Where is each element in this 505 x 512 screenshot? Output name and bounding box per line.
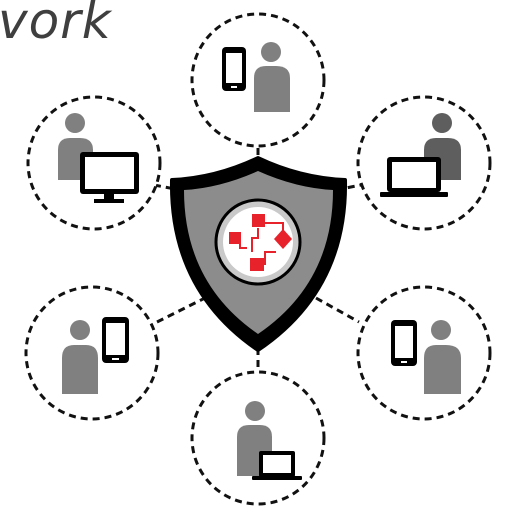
node-top: [222, 42, 290, 112]
node-circle-lower-right: [356, 285, 492, 421]
page-title: vork: [0, 0, 112, 50]
node-upper-right: [380, 113, 461, 197]
connector-upper-left: [153, 183, 181, 192]
desktop-monitor-icon: [80, 152, 139, 203]
connector-lower-left: [156, 296, 206, 324]
phone-icon: [222, 47, 246, 91]
person-icon: [254, 42, 290, 112]
node-bottom: [237, 401, 302, 480]
node-upper-left: [58, 113, 139, 203]
laptop-icon: [380, 157, 448, 197]
phone-icon: [391, 320, 417, 366]
person-icon: [62, 320, 98, 394]
person-icon: [424, 320, 461, 394]
shield-icon: [169, 156, 348, 352]
node-lower-left: [62, 317, 129, 394]
phone-icon: [102, 317, 129, 363]
flowchart-icon: [214, 198, 302, 286]
connector-lower-right: [315, 296, 360, 324]
node-lower-right: [391, 320, 461, 394]
laptop-icon: [252, 451, 302, 480]
